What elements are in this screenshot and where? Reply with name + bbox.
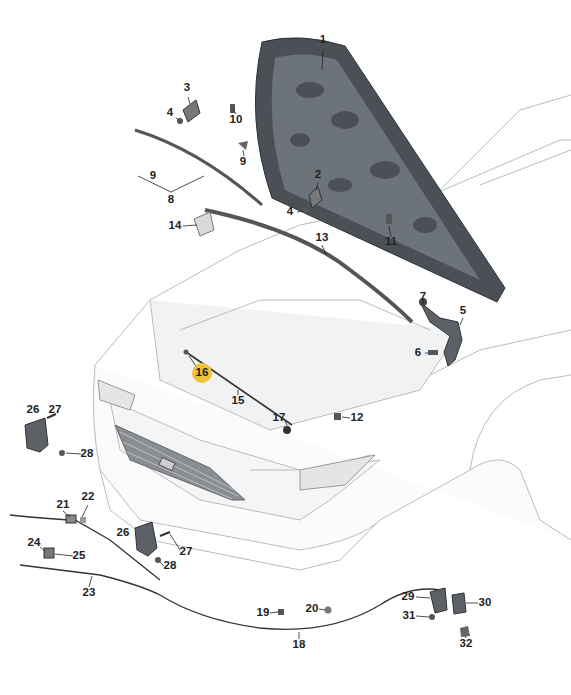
callout-number: 8	[167, 193, 175, 207]
callout-number: 22	[81, 490, 96, 504]
callout-number: 9	[149, 169, 157, 183]
callout-number: 4	[286, 205, 294, 219]
callout-number: 15	[231, 394, 246, 408]
callout-number: 10	[229, 113, 244, 127]
callout-number: 26	[116, 526, 131, 540]
callout-number: 29	[401, 590, 416, 604]
callout-number: 13	[315, 231, 330, 245]
callout-number: 26	[26, 403, 41, 417]
callout-number: 28	[163, 559, 178, 573]
callout-number: 11	[384, 235, 398, 249]
callout-number: 20	[305, 602, 320, 616]
callout-number: 31	[402, 609, 417, 623]
callout-number: 6	[414, 346, 422, 360]
callout-number: 27	[48, 403, 63, 417]
callout-number: 16	[196, 367, 209, 379]
callout-number: 21	[56, 498, 71, 512]
callout-number: 7	[419, 290, 427, 304]
callout-number: 24	[27, 536, 42, 550]
callout-number: 23	[82, 586, 97, 600]
callout-number: 1	[319, 33, 327, 47]
callout-number: 4	[166, 106, 174, 120]
callout-number: 17	[272, 411, 287, 425]
callout-number: 28	[80, 447, 95, 461]
callout-number: 12	[350, 411, 365, 425]
callout-number: 14	[168, 219, 183, 233]
callout-number: 5	[459, 304, 467, 318]
callout-number: 25	[72, 549, 87, 563]
callout-number: 19	[256, 606, 271, 620]
callout-number: 27	[179, 545, 194, 559]
callout-number: 18	[292, 638, 307, 652]
callout-number: 30	[478, 596, 493, 610]
callout-number: 9	[239, 155, 247, 169]
callout-number: 2	[314, 168, 322, 182]
callout-number: 3	[183, 81, 191, 95]
callout-number: 32	[459, 637, 474, 651]
